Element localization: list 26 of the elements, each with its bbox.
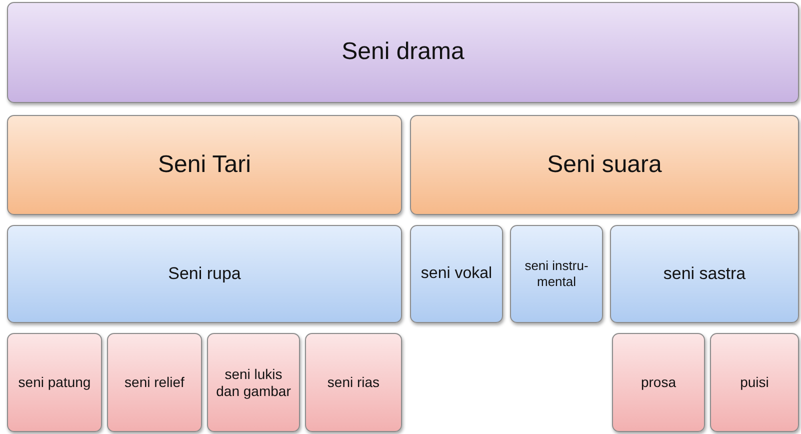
box-label: seni instru-mental — [524, 258, 590, 290]
category-box — [7, 2, 799, 103]
category-box — [610, 225, 799, 323]
box-label: puisi — [740, 374, 769, 391]
box-label: Seni drama — [342, 38, 464, 67]
box-label: seni vokal — [420, 264, 492, 284]
category-box — [305, 333, 402, 432]
box-label: seni lukis dan gambar — [215, 366, 292, 400]
category-box — [612, 333, 705, 432]
box-label: seni relief — [124, 374, 184, 391]
box-label: seni sastra — [663, 264, 746, 284]
box-label: seni rias — [327, 374, 380, 391]
box-label: seni patung — [18, 374, 91, 391]
category-box — [510, 225, 603, 323]
category-box — [7, 225, 402, 323]
category-box — [207, 333, 300, 432]
box-label: Seni rupa — [168, 264, 241, 284]
box-label: Seni Tari — [158, 150, 251, 180]
category-box — [107, 333, 202, 432]
category-box — [7, 115, 402, 215]
category-box — [410, 225, 503, 323]
category-box — [710, 333, 799, 432]
category-box — [410, 115, 799, 215]
box-label: prosa — [640, 374, 676, 391]
box-label: Seni suara — [547, 150, 662, 180]
category-box — [7, 333, 102, 432]
